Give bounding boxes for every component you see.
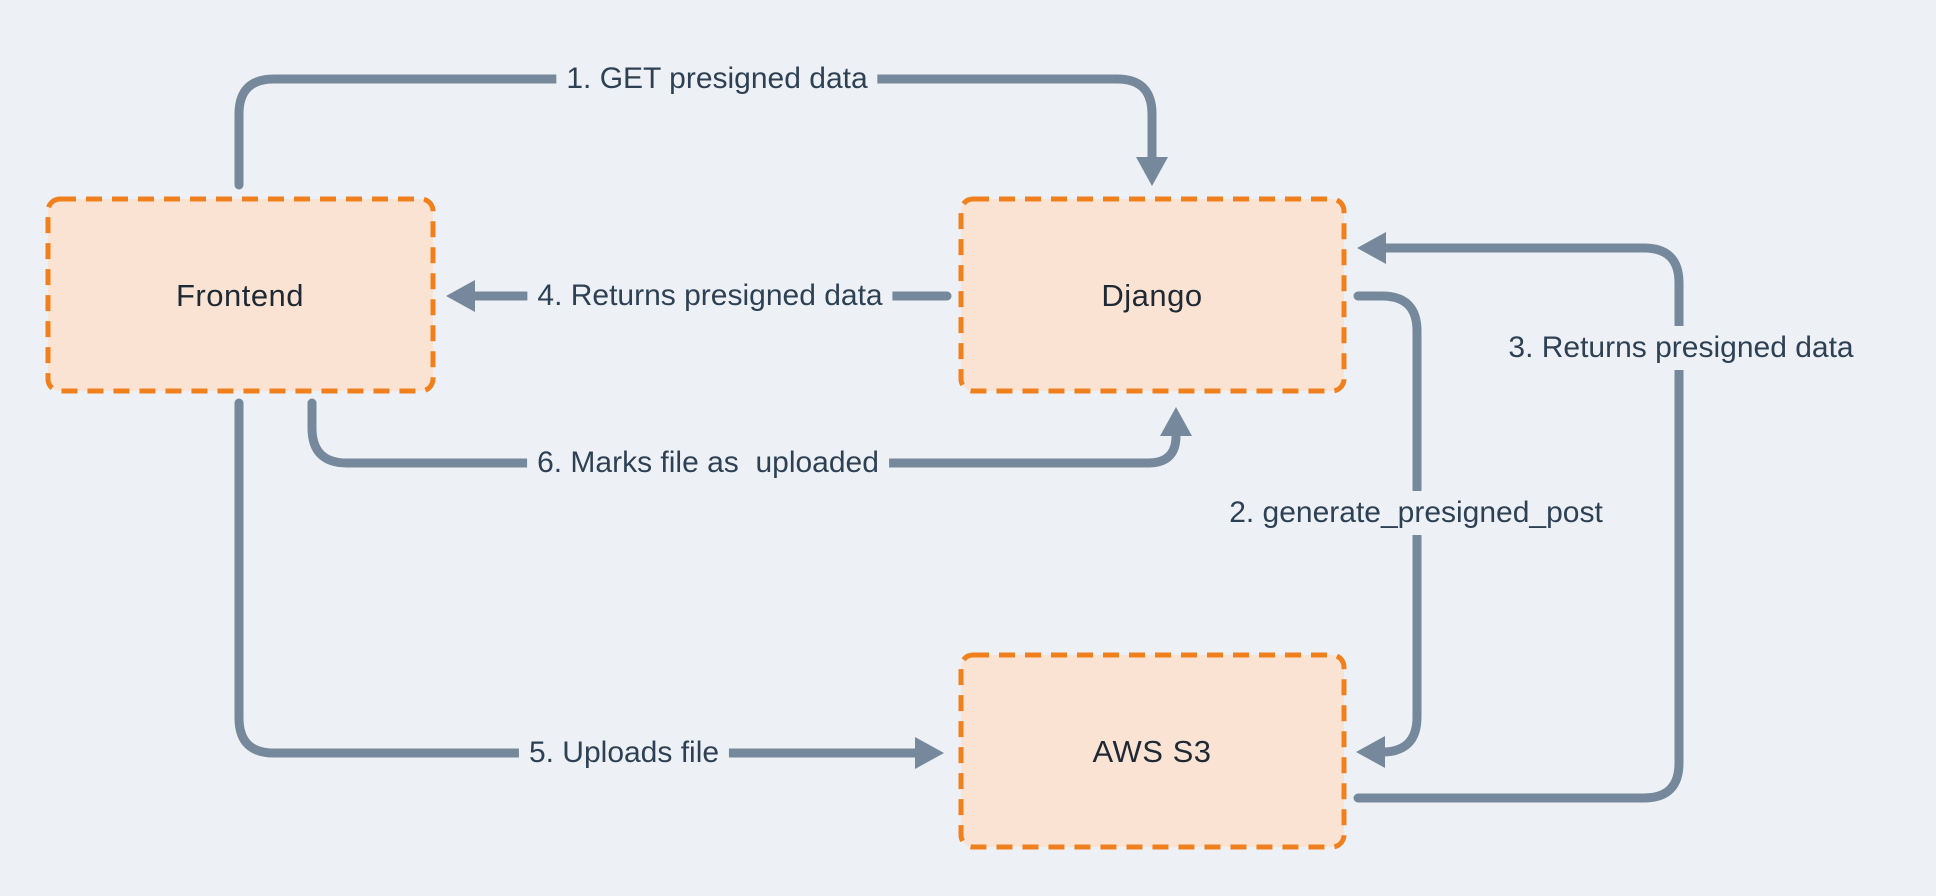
edge-step5-arrowhead <box>915 737 944 769</box>
node-django-box <box>958 196 1347 394</box>
node-frontend-box <box>45 196 436 394</box>
edge-step1-arrowhead <box>1136 157 1168 186</box>
edge-label-step2: 2. generate_presigned_post <box>1219 491 1613 535</box>
edge-step3-arrowhead <box>1357 232 1386 264</box>
edge-label-step3: 3. Returns presigned data <box>1498 326 1864 370</box>
node-aws-s3-box <box>958 652 1347 850</box>
node-django-label: Django <box>1101 278 1203 313</box>
edge-step2-line <box>1353 291 1422 757</box>
edge-label-step5: 5. Uploads file <box>518 731 730 775</box>
edge-step3-line <box>1353 243 1684 803</box>
edge-step6-arrowhead <box>1160 407 1192 436</box>
edge-step2-arrowhead <box>1356 736 1385 768</box>
edge-label-step6: 6. Marks file as uploaded <box>527 441 889 485</box>
edge-label-step4: 4. Returns presigned data <box>527 274 893 318</box>
node-aws-s3-label: AWS S3 <box>1092 734 1212 769</box>
edge-step5-line <box>234 398 920 758</box>
edge-label-step1: 1. GET presigned data <box>556 57 878 101</box>
edge-step4-arrowhead <box>446 280 475 312</box>
edge-step6-line <box>307 398 1181 468</box>
node-frontend-label: Frontend <box>175 278 305 313</box>
